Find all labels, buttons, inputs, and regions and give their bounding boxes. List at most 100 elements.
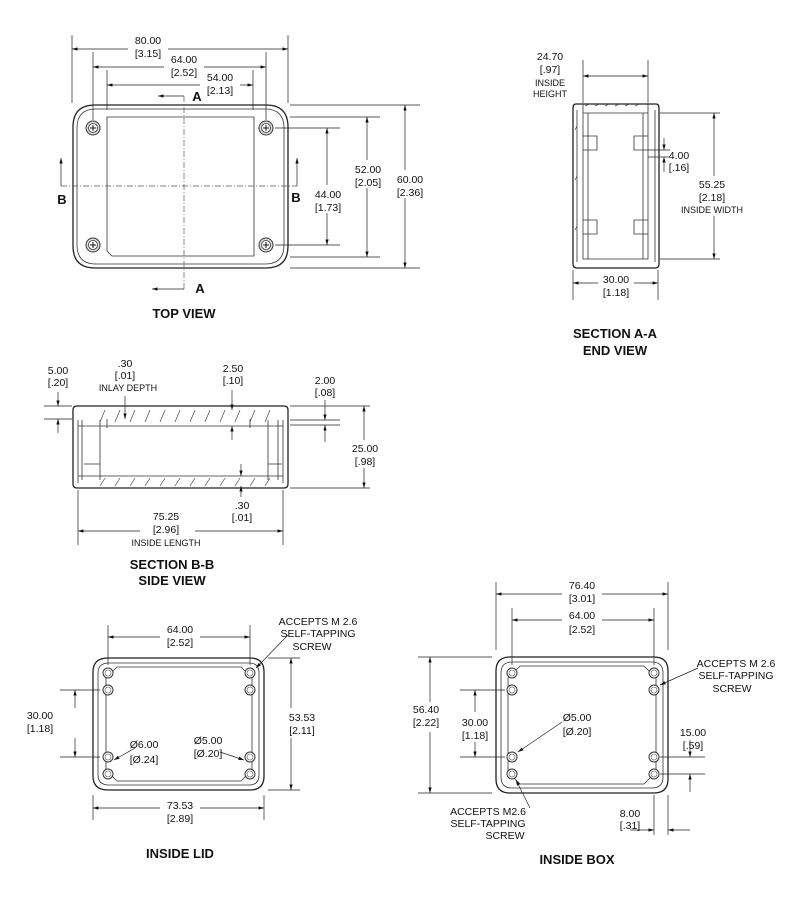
dim-screw-spacing-y-in: [1.18] bbox=[27, 723, 53, 735]
screw-note: SELF-TAPPING bbox=[280, 628, 355, 640]
dim-width-in: [2.22] bbox=[413, 717, 439, 729]
view-title: TOP VIEW bbox=[152, 306, 216, 321]
screw-boss-icon bbox=[648, 768, 660, 780]
dim-screw-spacing-y: 30.00 bbox=[462, 717, 488, 729]
dim-screw-spacing-x: 64.00 bbox=[167, 624, 193, 636]
dim-length: 73.53 bbox=[167, 800, 193, 812]
dim-note: INSIDE WIDTH bbox=[681, 205, 743, 215]
dim-screw-spacing-y-in: [1.73] bbox=[315, 202, 341, 214]
dim-inlay-depth: .30 bbox=[118, 358, 133, 370]
dim-hole-dia-in: [Ø.20] bbox=[194, 748, 223, 760]
dim-screw-spacing-y: 44.00 bbox=[315, 189, 341, 201]
screw-boss-icon bbox=[648, 751, 660, 763]
dim-lid-height-in: [.20] bbox=[48, 377, 69, 389]
inlay-panel bbox=[106, 116, 255, 257]
dim-length-in: [2.89] bbox=[167, 813, 193, 825]
dim-panel-length-in: [2.13] bbox=[207, 85, 233, 97]
dim-inside-length-in: [2.96] bbox=[153, 524, 179, 536]
dim-inside-width-in: [2.18] bbox=[699, 192, 725, 204]
view-subtitle: END VIEW bbox=[583, 343, 648, 358]
screw-boss-icon bbox=[102, 751, 114, 763]
dim-lip-in: [.08] bbox=[315, 387, 336, 399]
dim-boss-dia: Ø6.00 bbox=[130, 739, 159, 751]
screw-boss-icon bbox=[102, 768, 114, 780]
screw-note: ACCEPTS M2.6 bbox=[450, 806, 526, 818]
dim-length-in: [3.01] bbox=[569, 593, 595, 605]
view-subtitle: SIDE VIEW bbox=[138, 573, 206, 588]
dim-note: INSIDE LENGTH bbox=[131, 538, 200, 548]
screw-note: ACCEPTS M 2.6 bbox=[279, 616, 358, 628]
dim-note: INSIDE bbox=[535, 78, 565, 88]
dim-width: 56.40 bbox=[413, 704, 439, 716]
dim-width-in: [2.11] bbox=[289, 725, 315, 737]
screw-note: SELF-TAPPING bbox=[698, 670, 773, 682]
dim-screw-spacing-x-in: [2.52] bbox=[569, 624, 595, 636]
screw-boss-icon bbox=[102, 684, 114, 696]
view-title: SECTION B-B bbox=[130, 557, 215, 572]
dim-width: 53.53 bbox=[289, 712, 315, 724]
dim-screw-spacing-x: 64.00 bbox=[569, 610, 595, 622]
screw-boss-icon bbox=[506, 684, 518, 696]
dim-inside-length: 75.25 bbox=[153, 511, 179, 523]
dim-boss-dia-in: [Ø.24] bbox=[130, 754, 159, 766]
dim-lip: 2.00 bbox=[315, 375, 336, 387]
inside-lid-view: 64.00 [2.52] 73.53 [2.89] 30.00 [1.18] 5… bbox=[27, 616, 358, 861]
dim-panel-width-in: [2.05] bbox=[355, 177, 381, 189]
view-title: SECTION A-A bbox=[573, 326, 658, 341]
lid-outline bbox=[72, 104, 289, 269]
screw-icon bbox=[258, 237, 274, 253]
dim-lid-height: 5.00 bbox=[48, 365, 69, 377]
screw-boss-icon bbox=[506, 768, 518, 780]
section-a-label: A bbox=[195, 281, 205, 296]
screw-note: SCREW bbox=[485, 830, 524, 842]
screw-icon bbox=[258, 120, 274, 136]
section-b-label: B bbox=[57, 192, 66, 207]
section-a-a-view: 24.70 [.97] INSIDE HEIGHT 4.00 [.16] 55.… bbox=[533, 51, 743, 358]
view-title: INSIDE LID bbox=[146, 846, 214, 861]
screw-boss-icon bbox=[506, 751, 518, 763]
section-a-label: A bbox=[192, 89, 202, 104]
dim-floor-in: [.01] bbox=[232, 512, 253, 524]
screw-boss-icon bbox=[244, 768, 256, 780]
dim-overall-width: 60.00 bbox=[397, 174, 423, 186]
dim-screw-spacing-y-in: [1.18] bbox=[462, 730, 488, 742]
dim-note: INLAY DEPTH bbox=[99, 383, 157, 393]
dim-lid-wall: 2.50 bbox=[223, 363, 244, 375]
dim-lid-wall-in: [.10] bbox=[223, 375, 244, 387]
screw-note: SCREW bbox=[712, 683, 751, 695]
dim-box-height-in: [.98] bbox=[355, 456, 376, 468]
dim-hole-dia-in: [Ø.20] bbox=[563, 726, 592, 738]
dim-edge-offset-in: [.31] bbox=[620, 820, 641, 832]
top-view: A A B B 80.00 [3.15] 64.00 [2.52] 54.00 … bbox=[57, 33, 430, 321]
dim-overall-length: 80.00 bbox=[135, 35, 161, 47]
dim-edge-offset: 8.00 bbox=[620, 808, 641, 820]
dim-box-height: 25.00 bbox=[352, 443, 378, 455]
dim-length: 76.40 bbox=[569, 580, 595, 592]
dim-inside-height-in: [.97] bbox=[540, 64, 561, 76]
dim-screw-spacing-y: 30.00 bbox=[27, 710, 53, 722]
section-b-b-view: 5.00 [.20] .30 [.01] INLAY DEPTH 2.50 [.… bbox=[44, 358, 385, 588]
dim-hole-dia: Ø5.00 bbox=[563, 712, 592, 724]
screw-note: ACCEPTS M 2.6 bbox=[697, 658, 776, 670]
dim-inside-height: 24.70 bbox=[537, 51, 563, 63]
dim-inlay-depth-in: [.01] bbox=[115, 370, 136, 382]
screw-boss-icon bbox=[102, 667, 114, 679]
dim-inside-width: 55.25 bbox=[699, 179, 725, 191]
dim-overall-width-in: [2.36] bbox=[397, 187, 423, 199]
screw-boss-icon bbox=[648, 684, 660, 696]
screw-boss-icon bbox=[244, 667, 256, 679]
dim-panel-width: 52.00 bbox=[355, 164, 381, 176]
inside-box-view: 76.40 [3.01] 64.00 [2.52] 56.40 [2.22] 3… bbox=[408, 580, 776, 867]
screw-boss-icon bbox=[244, 684, 256, 696]
dim-overall-length-in: [3.15] bbox=[135, 48, 161, 60]
section-b-label: B bbox=[291, 190, 300, 205]
dim-floor: .30 bbox=[235, 500, 250, 512]
screw-boss-icon bbox=[506, 667, 518, 679]
dim-panel-length: 54.00 bbox=[207, 72, 233, 84]
view-title: INSIDE BOX bbox=[539, 852, 614, 867]
screw-note: SCREW bbox=[292, 641, 331, 653]
screw-note: SELF-TAPPING bbox=[450, 818, 525, 830]
screw-icon bbox=[85, 237, 101, 253]
screw-icon bbox=[85, 120, 101, 136]
